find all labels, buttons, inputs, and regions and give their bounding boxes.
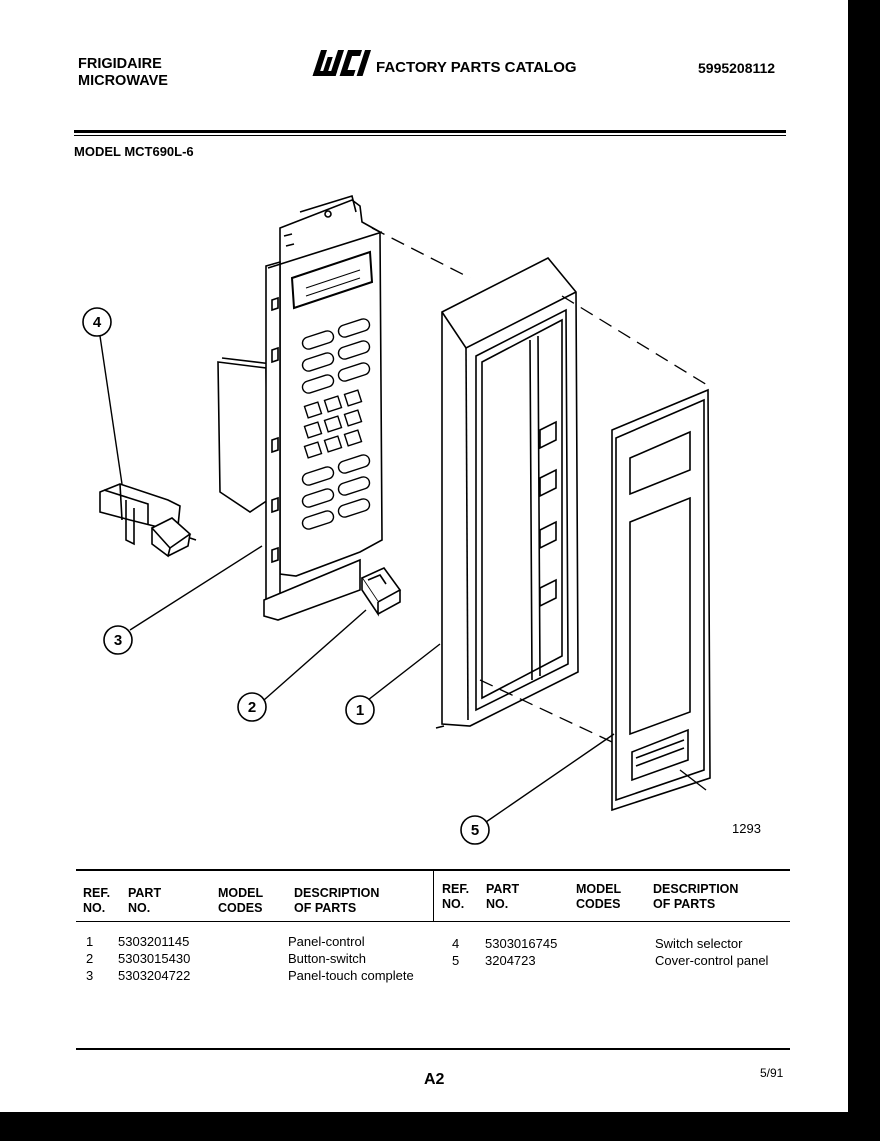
callout-5 <box>460 815 490 845</box>
callout-label-4: 4 <box>93 314 102 331</box>
row-ref: 5 <box>452 953 460 968</box>
header-rule-thin <box>74 135 786 136</box>
header-rule <box>74 130 786 133</box>
header-ref-left: REF.NO. <box>83 886 111 915</box>
row-description: Panel-touch complete <box>288 968 414 983</box>
table-top-rule <box>76 869 790 871</box>
row-description: Switch selector <box>655 936 743 951</box>
print-date: 5/91 <box>760 1066 784 1080</box>
alignment-lines <box>371 227 713 743</box>
brand-block: FRIGIDAIRE MICROWAVE <box>78 56 168 90</box>
panel-touch-drawing <box>217 146 383 621</box>
callout-2 <box>237 692 267 722</box>
table-divider <box>433 871 434 921</box>
row-ref: 4 <box>452 936 460 951</box>
wci-logo <box>312 50 372 76</box>
illustration-number: 1293 <box>732 821 761 836</box>
header-ref-right: REF.NO. <box>442 882 470 911</box>
callouts <box>82 307 490 845</box>
panel-control-drawing <box>435 256 579 729</box>
product-type: MICROWAVE <box>78 73 168 89</box>
callout-3 <box>103 625 133 655</box>
row-ref: 2 <box>86 951 94 966</box>
leader-lines <box>99 335 707 823</box>
row-part-number: 5303204722 <box>118 968 191 983</box>
row-description: Button-switch <box>288 951 367 966</box>
callout-label-1: 1 <box>356 702 364 719</box>
table-header-rule <box>76 921 790 922</box>
callout-1 <box>345 695 375 725</box>
model-label: MODEL MCT690L-6 <box>74 144 194 159</box>
callout-label-5: 5 <box>471 822 479 839</box>
row-part-number: 3204723 <box>485 953 536 968</box>
cover-panel-drawing <box>611 388 711 812</box>
switch-selector-drawing <box>99 483 197 558</box>
table-bottom-rule <box>76 1048 790 1050</box>
brand-name: FRIGIDAIRE <box>78 56 162 72</box>
row-part-number: 5303016745 <box>485 936 558 951</box>
catalog-number: 5995208112 <box>698 60 776 76</box>
catalog-sheet: FRIGIDAIRE MICROWAVE FACTORY PARTS CATAL… <box>0 0 848 1112</box>
row-description: Cover-control panel <box>655 953 769 968</box>
catalog-title: FACTORY PARTS CATALOG <box>376 59 577 76</box>
row-part-number: 5303201145 <box>118 934 190 949</box>
row-ref: 1 <box>86 934 94 949</box>
page-number: A2 <box>424 1071 445 1088</box>
callout-label-3: 3 <box>114 632 122 649</box>
row-part-number: 5303015430 <box>118 951 191 966</box>
row-description: Panel-control <box>288 934 365 949</box>
button-switch-drawing <box>360 567 402 617</box>
callout-4 <box>82 307 112 337</box>
exploded-diagram: 4 3 2 1 5 <box>82 146 713 845</box>
callout-label-2: 2 <box>248 699 256 716</box>
row-ref: 3 <box>86 968 94 983</box>
